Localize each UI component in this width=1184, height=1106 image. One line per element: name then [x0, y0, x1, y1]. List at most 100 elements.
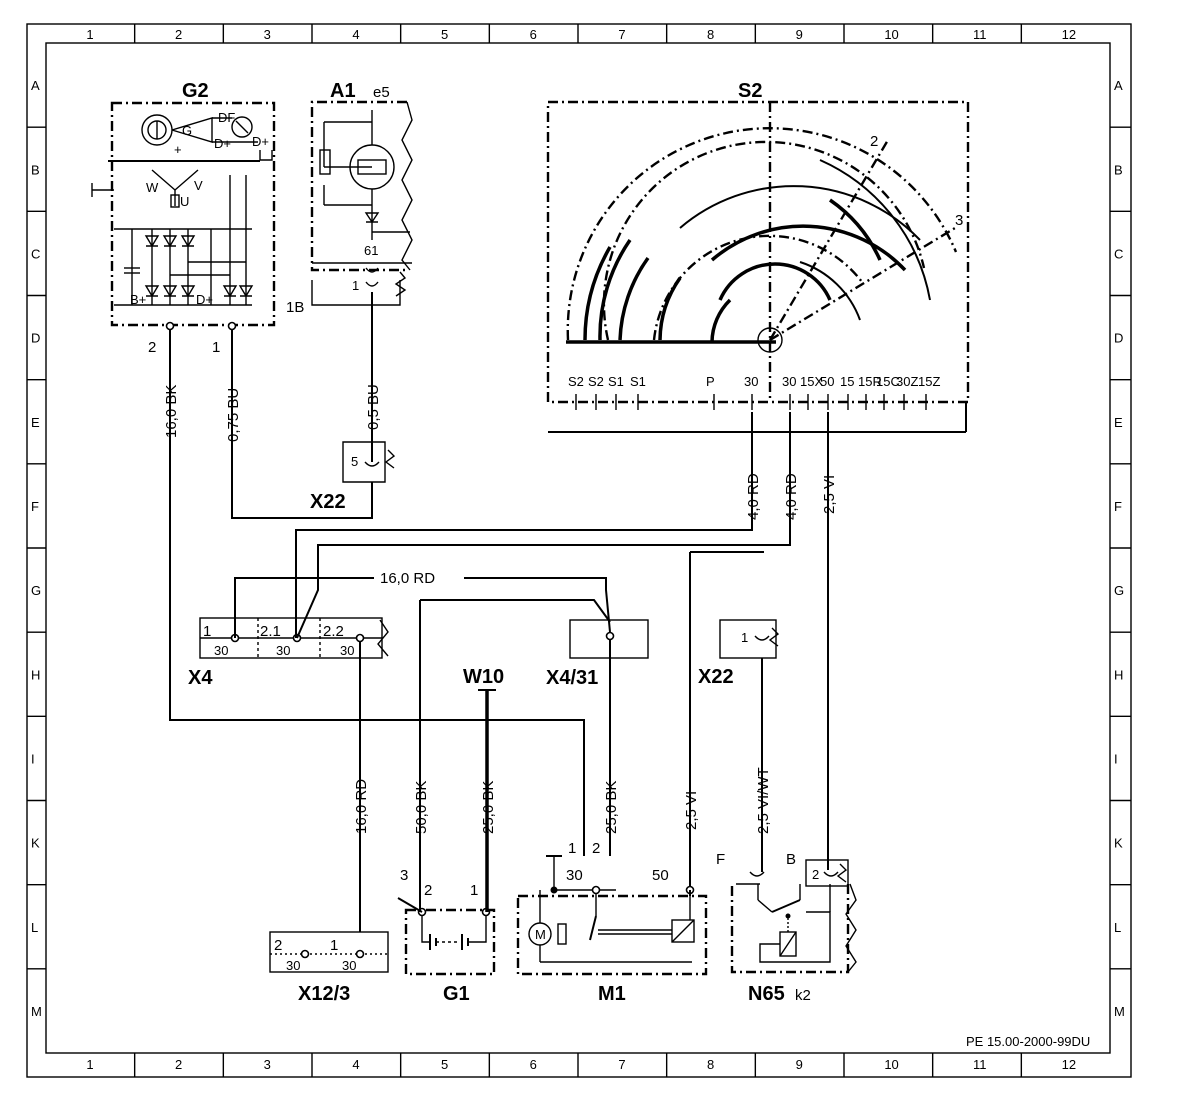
- wire-s2-50: 2,5 VI: [821, 475, 838, 514]
- x4-label: X4: [188, 667, 213, 689]
- s2-terminal-label: 15X: [800, 374, 823, 389]
- row-letter: A: [31, 78, 40, 93]
- wire-x12-feed: 16,0 RD: [353, 779, 370, 834]
- row-letter: C: [31, 246, 40, 261]
- battery-g1: 3 2 1 G1: [397, 867, 496, 1005]
- a1-pin-1: 1: [352, 278, 359, 293]
- row-letter: F: [31, 499, 39, 514]
- row-letter: E: [31, 415, 40, 430]
- column-number: 12: [1062, 1057, 1076, 1072]
- x4-term-b: 30: [276, 643, 290, 658]
- s2-terminal-label: 30: [782, 374, 796, 389]
- column-number: 8: [707, 1057, 714, 1072]
- row-letter: C: [1114, 246, 1123, 261]
- a1-sub: e5: [373, 84, 390, 101]
- s2-terminal-label: S1: [608, 374, 624, 389]
- connector-x22-lower: 1 X22: [698, 619, 780, 688]
- g2-term-v: V: [194, 178, 203, 193]
- x4-term-c: 30: [340, 643, 354, 658]
- column-number: 7: [618, 1057, 625, 1072]
- column-number: 4: [352, 1057, 359, 1072]
- column-number: 6: [530, 27, 537, 42]
- row-letter: M: [1114, 1004, 1125, 1019]
- wire-m1-feed: 25,0 BK: [603, 781, 620, 834]
- s2-terminal-label: 15C: [876, 374, 900, 389]
- s2-terminal-label: 50: [820, 374, 834, 389]
- column-number: 2: [175, 1057, 182, 1072]
- m1-pin-50: 50: [652, 867, 669, 884]
- g2-term-w: W: [146, 180, 159, 195]
- x12-3-term-b: 30: [342, 958, 356, 973]
- row-letter: K: [31, 836, 40, 851]
- alternator-g2: G2 G + DF D+ D+ W V U: [91, 80, 276, 356]
- row-letter: I: [31, 751, 35, 766]
- g1-label: G1: [443, 983, 470, 1005]
- row-letter: F: [1114, 499, 1122, 514]
- x22-lower-label: X22: [698, 666, 734, 688]
- g2-pin-1: 1: [212, 339, 220, 356]
- x22-upper-label: X22: [310, 491, 346, 513]
- doc-code: PE 15.00-2000-99DU: [966, 1034, 1090, 1049]
- s2-terminal-label: S1: [630, 374, 646, 389]
- g2-term-g: G: [182, 123, 192, 138]
- m1-pin-1: 1: [568, 840, 576, 857]
- column-number: 11: [973, 27, 987, 42]
- column-number: 4: [352, 27, 359, 42]
- x12-3-term-a: 30: [286, 958, 300, 973]
- x12-3-label: X12/3: [298, 983, 350, 1005]
- g2-term-dplus-a: D+: [214, 136, 231, 151]
- row-letter: M: [31, 1004, 42, 1019]
- g2-label: G2: [182, 80, 209, 102]
- x12-3-pin-2: 2: [274, 937, 282, 954]
- column-number: 6: [530, 1057, 537, 1072]
- row-letter: K: [1114, 836, 1123, 851]
- wire-labels: 16,0 BK 0,75 BU 0,5 BU 4,0 RD 4,0 RD 2,5…: [163, 384, 838, 834]
- column-number: 9: [796, 27, 803, 42]
- starter-m1: 1 2 30 50 M M1: [516, 840, 708, 1005]
- g1-pin-1: 1: [470, 882, 478, 899]
- g2-term-u: U: [180, 194, 189, 209]
- instrument-cluster-a1: A1 e5 61 1 1B: [286, 80, 413, 316]
- column-number: 10: [884, 1057, 898, 1072]
- m1-label: M1: [598, 983, 626, 1005]
- g1-pin-2: 2: [424, 882, 432, 899]
- g2-term-dplus-out: D+: [196, 292, 213, 307]
- row-letter: B: [1114, 162, 1123, 177]
- column-number: 7: [618, 27, 625, 42]
- row-letter: H: [31, 667, 40, 682]
- g1-pin-3: 3: [400, 867, 408, 884]
- x4-pin-1: 1: [203, 623, 211, 640]
- g2-term-plus: +: [174, 142, 182, 157]
- s2-terminal-label: 15: [840, 374, 854, 389]
- s2-terminal-label: 30: [744, 374, 758, 389]
- row-letter: B: [31, 162, 40, 177]
- wire-w10-gnd: 25,0 BK: [480, 781, 497, 834]
- row-letter: D: [1114, 331, 1123, 346]
- column-number: 3: [264, 27, 271, 42]
- ground-w10: W10: [463, 666, 504, 691]
- s2-label: S2: [738, 80, 762, 102]
- s2-terminal-label: S2: [588, 374, 604, 389]
- connector-x4: 1 2.1 2.2 30 30 30 X4: [188, 617, 389, 689]
- row-letter: L: [31, 920, 38, 935]
- s2-pos-3: 3: [955, 212, 963, 229]
- x22-upper-pin: 5: [351, 454, 358, 469]
- a1-pin-61: 61: [364, 243, 378, 258]
- row-letter: G: [1114, 583, 1124, 598]
- column-number: 5: [441, 27, 448, 42]
- s2-pos-2: 2: [870, 133, 878, 150]
- s2-terminal-label: 15R: [858, 374, 882, 389]
- connector-x4-31: X4/31: [546, 619, 649, 689]
- wire-a1-61: 0,5 BU: [365, 384, 382, 430]
- row-letter: D: [31, 331, 40, 346]
- g2-pin-2: 2: [148, 339, 156, 356]
- s2-terminal-label: 30Z: [896, 374, 918, 389]
- column-number: 9: [796, 1057, 803, 1072]
